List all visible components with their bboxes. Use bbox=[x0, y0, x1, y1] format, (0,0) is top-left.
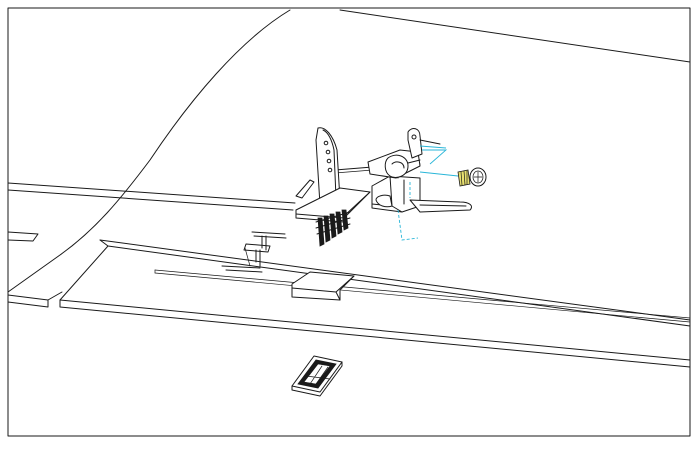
horn-teeth bbox=[315, 209, 351, 247]
panel-front-bottom bbox=[59, 299, 691, 368]
wing-spar-line-upper bbox=[7, 182, 296, 204]
assembly-guide-lines bbox=[397, 145, 459, 241]
servo-top-lever bbox=[407, 128, 441, 159]
servo-body bbox=[371, 175, 421, 213]
wing-top-edge bbox=[339, 9, 691, 63]
screw bbox=[457, 167, 487, 187]
servo-arm bbox=[367, 149, 421, 179]
panel-left-edge bbox=[7, 291, 63, 301]
servo-cover-part bbox=[291, 355, 343, 397]
servo-mount-tab bbox=[409, 199, 473, 213]
wing-leading-edge bbox=[7, 9, 291, 293]
diagram-frame bbox=[7, 7, 691, 437]
panel-top-long-edge bbox=[99, 239, 691, 321]
left-tab-slot bbox=[7, 231, 39, 242]
panel-front-face bbox=[7, 299, 49, 308]
hinge-slot-lower bbox=[154, 272, 691, 323]
hinge-slot-upper bbox=[154, 269, 691, 319]
control-horn bbox=[315, 127, 341, 209]
control-horn-slot bbox=[221, 231, 287, 273]
panel-step-line bbox=[59, 245, 691, 361]
hinge-plate bbox=[291, 271, 355, 301]
hinge-plate-edge bbox=[291, 275, 355, 301]
horn-bracket bbox=[295, 179, 315, 199]
wing-spar-line-lower bbox=[7, 189, 294, 211]
panel-inner-step bbox=[99, 239, 691, 327]
servo-mount-tab-line bbox=[419, 204, 467, 207]
